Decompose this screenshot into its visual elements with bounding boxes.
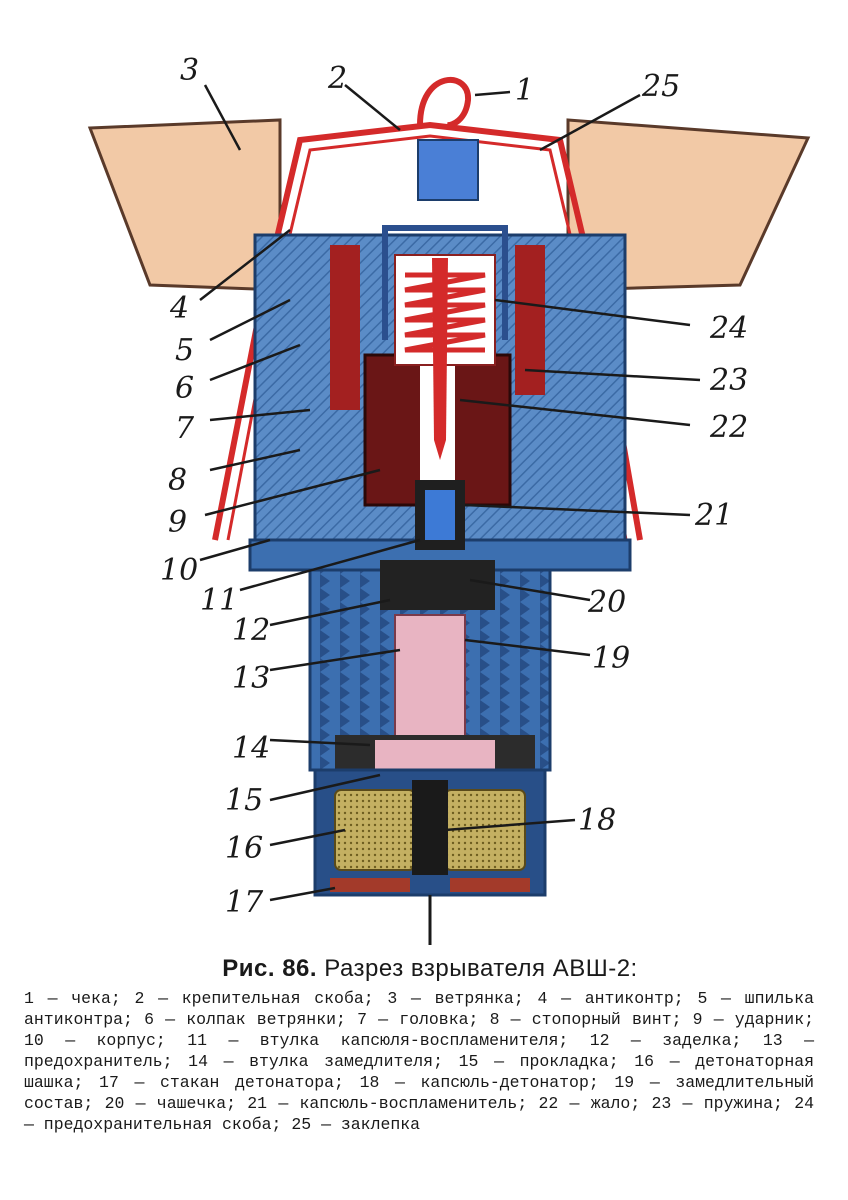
legend-item: 24 — предохранительная скоба; — [24, 1094, 815, 1134]
legend-item: 15 — прокладка; — [458, 1052, 619, 1071]
callout-17: 17 — [225, 885, 264, 920]
figure-title: Разрез взрывателя АВШ-2: — [324, 955, 638, 982]
callout-23: 23 — [709, 363, 748, 398]
callout-25: 25 — [641, 69, 680, 104]
legend-item: 3 — ветрянка; — [387, 989, 524, 1008]
callout-24: 24 — [709, 311, 748, 346]
callout-19: 19 — [592, 641, 630, 676]
safety-bracket — [382, 225, 508, 340]
legend-item: 23 — пружина; — [651, 1094, 783, 1113]
legend-item: 8 — стопорный винт; — [489, 1010, 682, 1029]
legend-item: 17 — стакан детонатора; — [99, 1073, 344, 1092]
legend-item: 5 — шпилька антиконтра; — [24, 989, 814, 1029]
igniter-capsule — [415, 480, 465, 550]
callout-21: 21 — [694, 498, 733, 533]
wind-vane — [87, 118, 811, 292]
callout-13: 13 — [232, 661, 270, 696]
legend-item: 20 — чашечка; — [104, 1094, 237, 1113]
legend-item: 11 — втулка капсюля-воспламенителя; — [187, 1031, 569, 1050]
detonator-cup — [313, 768, 547, 897]
legend-item: 16 — детонаторная шашка; — [24, 1052, 815, 1092]
legend-item: 14 — втулка замедлителя; — [188, 1052, 443, 1071]
callout-14: 14 — [232, 731, 270, 766]
legend-item: 12 — заделка; — [589, 1031, 742, 1050]
figure-legend: 1 — чека; 2 — крепительная скоба; 3 — ве… — [24, 988, 814, 1135]
callout-labels: 1 2 3 25 4 5 6 7 8 9 10 11 12 13 14 15 1… — [160, 53, 748, 920]
lower-body — [308, 560, 552, 775]
callout-8: 8 — [168, 463, 187, 498]
legend-item: 25 — заклепка — [291, 1115, 421, 1134]
fuze-cross-section-diagram: 1 2 3 25 4 5 6 7 8 9 10 11 12 13 14 15 1… — [87, 53, 811, 945]
callout-1: 1 — [515, 73, 534, 108]
callout-5: 5 — [175, 333, 194, 368]
legend-item: 4 — антиконтр; — [537, 989, 684, 1008]
callout-20: 20 — [587, 585, 626, 620]
callout-16: 16 — [225, 831, 263, 866]
striker-spring — [394, 254, 496, 460]
figure-caption: Рис. 86. Разрез взрывателя АВШ-2: — [60, 955, 800, 983]
legend-item: 10 — корпус; — [24, 1031, 166, 1050]
leader-lines — [199, 84, 701, 902]
callout-9: 9 — [168, 505, 187, 540]
callout-10: 10 — [160, 553, 198, 588]
legend-item: 7 — головка; — [357, 1010, 479, 1029]
callout-18: 18 — [578, 803, 616, 838]
legend-item: 9 — ударник; — [692, 1010, 815, 1029]
legend-item: 2 — крепительная скоба; — [134, 989, 374, 1008]
callout-2: 2 — [327, 61, 347, 96]
legend-item: 18 — капсюль-детонатор; — [359, 1073, 599, 1092]
callout-7: 7 — [175, 411, 195, 446]
callout-22: 22 — [709, 410, 748, 445]
callout-15: 15 — [225, 783, 263, 818]
callout-4: 4 — [169, 291, 189, 326]
legend-item: 19 — замедлительный состав; — [24, 1073, 814, 1113]
legend-item: 21 — капсюль-воспламенитель; — [247, 1094, 528, 1113]
legend-item: 1 — чека; — [24, 989, 121, 1008]
callout-12: 12 — [232, 613, 270, 648]
callout-6: 6 — [175, 371, 194, 406]
callout-3: 3 — [180, 53, 199, 88]
callout-11: 11 — [200, 583, 238, 618]
figure-number: Рис. 86. — [222, 955, 318, 982]
legend-item: 13 — предохранитель; — [24, 1031, 814, 1071]
cotter-pin — [417, 76, 479, 201]
legend-item: 22 — жало; — [538, 1094, 641, 1113]
legend-item: 6 — колпак ветрянки; — [144, 1010, 346, 1029]
